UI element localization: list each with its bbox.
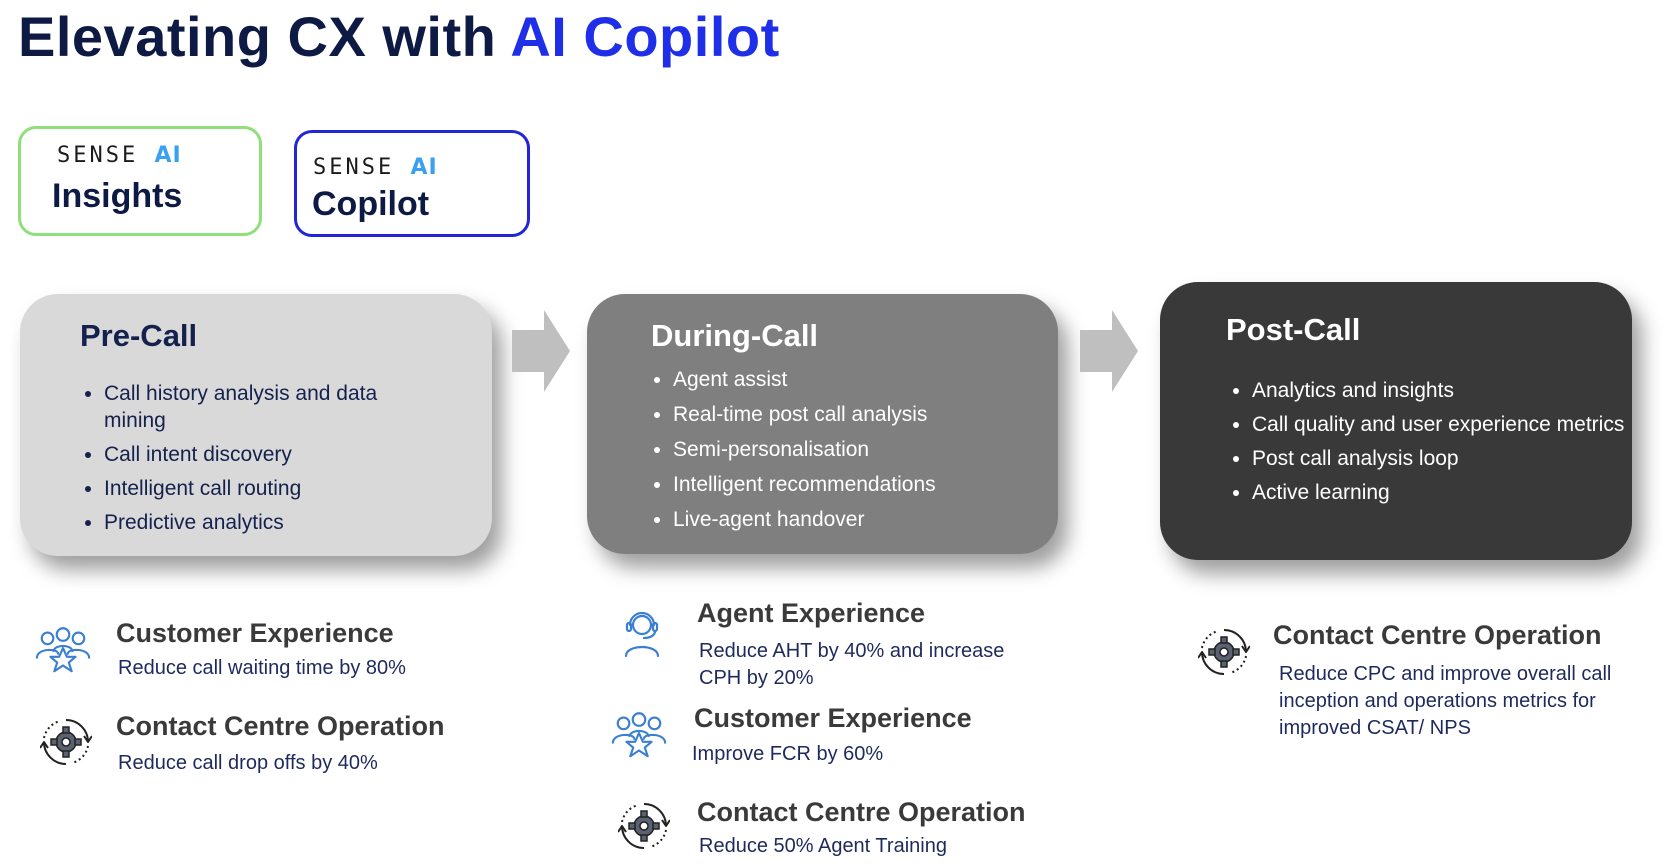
benefit-title: Agent Experience: [697, 598, 926, 628]
benefit-desc: Improve FCR by 60%: [692, 743, 884, 765]
list-item: Predictive analytics: [104, 509, 434, 536]
brand-name-insights: Insights: [52, 177, 183, 215]
sense-ai-logo: SENSE AI: [313, 155, 438, 180]
sense-ai-copilot-card: SENSE AI Copilot: [294, 130, 530, 237]
gear-cycle-icon: [1198, 626, 1250, 678]
list-item: Post call analysis loop: [1252, 445, 1632, 472]
list-item: Active learning: [1252, 479, 1632, 506]
benefit-desc: Reduce AHT by 40% and increase CPH by 20…: [699, 640, 1005, 689]
gear-cycle-icon: [618, 800, 670, 852]
arrow-right-icon: [512, 310, 570, 392]
customer-group-icon: [34, 624, 92, 676]
page-title-prefix: Elevating CX with: [18, 5, 497, 68]
post-call-title: Post-Call: [1226, 312, 1361, 347]
logo-ai-text: AI: [154, 143, 182, 168]
benefit-title: Contact Centre Operation: [1273, 620, 1602, 650]
list-item: Call history analysis and data mining: [104, 380, 434, 434]
benefit-desc: Reduce CPC and improve overall call ince…: [1279, 663, 1612, 739]
pre-call-title: Pre-Call: [80, 318, 198, 353]
gear-cycle-icon: [40, 716, 92, 768]
agent-headset-icon: [616, 608, 668, 660]
list-item: Semi-personalisation: [673, 436, 1063, 463]
post-call-card: Post-Call Analytics and insights Call qu…: [1160, 282, 1632, 560]
benefit-desc: Reduce call waiting time by 80%: [118, 657, 406, 679]
list-item: Intelligent call routing: [104, 475, 434, 502]
sense-ai-insights-card: SENSE AI Insights: [18, 126, 262, 236]
pre-call-card: Pre-Call Call history analysis and data …: [20, 294, 492, 556]
brand-name-copilot: Copilot: [312, 185, 430, 223]
benefit-desc: Reduce call drop offs by 40%: [118, 752, 378, 774]
list-item: Call intent discovery: [104, 441, 434, 468]
benefit-title: Contact Centre Operation: [697, 797, 1026, 827]
list-item: Agent assist: [673, 366, 1063, 393]
list-item: Analytics and insights: [1252, 377, 1632, 404]
arrow-right-icon: [1080, 310, 1138, 392]
list-item: Intelligent recommendations: [673, 471, 1063, 498]
pre-call-list: Call history analysis and data mining Ca…: [80, 380, 434, 543]
benefit-title: Customer Experience: [694, 703, 972, 733]
logo-ai-text: AI: [410, 155, 438, 180]
customer-group-icon: [610, 709, 668, 761]
during-call-title: During-Call: [651, 318, 819, 353]
during-call-card: During-Call Agent assist Real-time post …: [587, 294, 1058, 554]
list-item: Real-time post call analysis: [673, 401, 1063, 428]
post-call-list: Analytics and insights Call quality and …: [1228, 377, 1632, 513]
benefit-title: Customer Experience: [116, 618, 394, 648]
logo-sense-text: SENSE: [313, 155, 395, 180]
page-title: Elevating CX with AI Copilot: [18, 4, 780, 69]
page-title-highlight: AI Copilot: [510, 5, 780, 68]
during-call-list: Agent assist Real-time post call analysi…: [649, 366, 1063, 541]
benefit-desc: Reduce 50% Agent Training: [699, 835, 947, 857]
list-item: Live-agent handover: [673, 506, 1063, 533]
logo-sense-text: SENSE: [57, 143, 139, 168]
sense-ai-logo: SENSE AI: [57, 143, 182, 168]
list-item: Call quality and user experience metrics: [1252, 411, 1632, 438]
benefit-title: Contact Centre Operation: [116, 711, 445, 741]
